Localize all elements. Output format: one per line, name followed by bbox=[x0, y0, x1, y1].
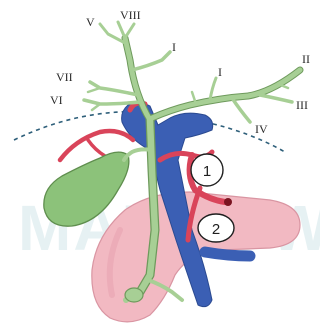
segment-label-iv: IV bbox=[255, 122, 268, 136]
segment-label-vii: VII bbox=[56, 70, 73, 84]
segment-label-iii: III bbox=[296, 98, 308, 112]
splenic-vein bbox=[205, 252, 250, 256]
segment-label-ii: II bbox=[302, 52, 310, 66]
ampulla bbox=[125, 288, 143, 302]
marker-1-label: 1 bbox=[203, 163, 211, 180]
liver-boundary-dashed-line-right bbox=[205, 122, 285, 152]
marker-2: 2 bbox=[198, 214, 234, 242]
segment-label-i-right: I bbox=[218, 65, 222, 79]
segment-label-vi: VI bbox=[50, 93, 63, 107]
artery-cut-end bbox=[224, 198, 232, 206]
segment-label-viii: VIII bbox=[120, 8, 141, 22]
marker-1: 1 bbox=[191, 154, 223, 186]
segment-label-i-left: I bbox=[172, 40, 176, 54]
segment-label-v: V bbox=[86, 15, 95, 29]
marker-2-label: 2 bbox=[212, 221, 220, 238]
